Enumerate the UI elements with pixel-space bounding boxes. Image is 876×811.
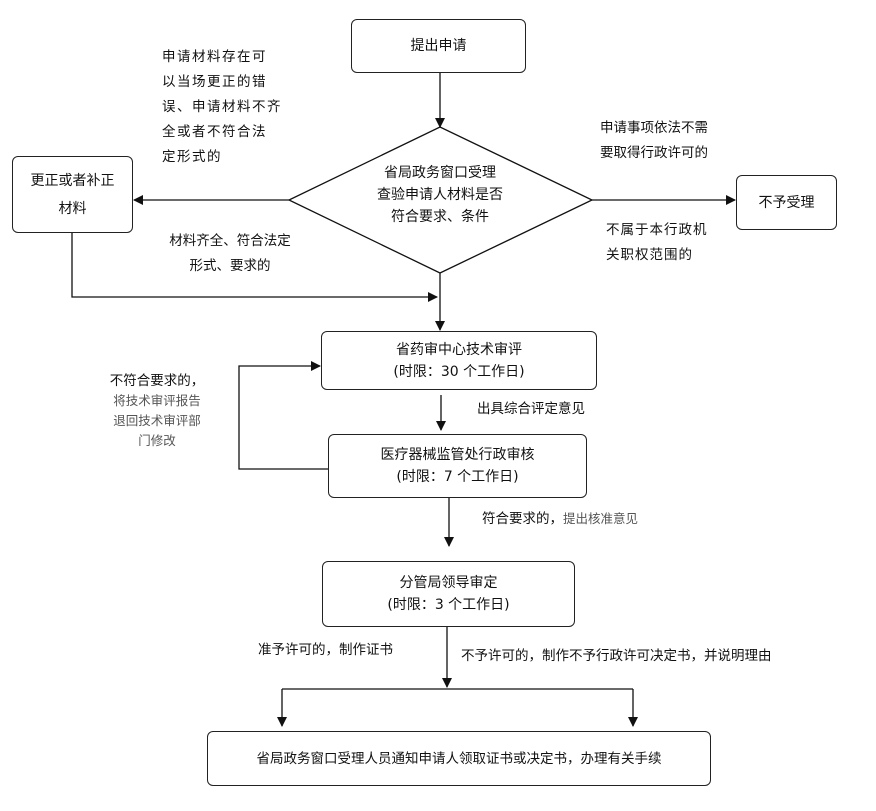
label-line: 不符合要求的， — [109, 373, 205, 389]
reject-node-text: 不予受理 — [758, 194, 815, 211]
submit-node-text: 提出申请 — [410, 38, 467, 54]
tech-review-node: 省药审中心技术审评 (时限：30 个工作日) — [321, 331, 597, 390]
label-return: 不符合要求的， 将技术审评报告 退回技术审评部 门修改 — [96, 371, 218, 451]
review-line: 查验申请人材料是否 — [377, 187, 503, 203]
label-line: 关职权范围的 — [606, 247, 693, 263]
submit-node: 提出申请 — [351, 19, 526, 73]
label-complete: 材料齐全、符合法定 形式、要求的 — [150, 229, 310, 279]
label-line: 误、申请材料不齐 — [162, 99, 282, 115]
label-permit: 准予许可的，制作证书 — [258, 638, 393, 663]
label-line: 出具综合评定意见 — [477, 401, 585, 417]
label-deny: 不予许可的，制作不予行政许可决定书，并说明理由 — [461, 644, 772, 669]
dept-review-node: 医疗器械监管处行政审核 (时限：7 个工作日) — [328, 434, 587, 498]
tech-review-line: 省药审中心技术审评 — [396, 341, 522, 358]
label-line: 要取得行政许可的 — [600, 145, 708, 161]
label-line: 准予许可的，制作证书 — [258, 642, 393, 658]
dept-review-line: (时限：7 个工作日) — [396, 469, 519, 485]
correct-line: 材料 — [58, 200, 87, 217]
label-line: 申请材料存在可 — [162, 49, 267, 65]
leader-review-line: 分管局领导审定 — [399, 575, 498, 591]
label-line: 形式、要求的 — [189, 258, 271, 274]
dept-review-line: 医疗器械监管处行政审核 — [380, 447, 535, 463]
review-line: 符合要求、条件 — [391, 209, 489, 225]
notify-node: 省局政务窗口受理人员通知申请人领取证书或决定书，办理有关手续 — [207, 731, 711, 786]
label-comprehensive: 出具综合评定意见 — [477, 397, 585, 422]
label-approve: 符合要求的，提出核准意见 — [482, 506, 638, 532]
leader-review-line: (时限：3 个工作日) — [387, 597, 510, 613]
label-correctable: 申请材料存在可 以当场更正的错 误、申请材料不齐 全或者不符合法 定形式的 — [162, 45, 282, 170]
label-line: 将技术审评报告 — [113, 393, 201, 408]
label-line: 门修改 — [138, 433, 176, 448]
notify-node-text: 省局政务窗口受理人员通知申请人领取证书或决定书，办理有关手续 — [256, 750, 662, 767]
leader-review-node: 分管局领导审定 (时限：3 个工作日) — [322, 561, 575, 627]
tech-review-line: (时限：30 个工作日) — [393, 363, 525, 380]
label-line: 不属于本行政机 — [606, 222, 708, 238]
label-line: 材料齐全、符合法定 — [169, 233, 291, 249]
label-line: 符合要求的， — [482, 511, 563, 527]
label-line: 以当场更正的错 — [162, 74, 267, 90]
reject-node: 不予受理 — [736, 175, 837, 230]
correct-line: 更正或者补正 — [30, 172, 115, 189]
label-line: 全或者不符合法 — [162, 124, 267, 140]
review-node-text: 省局政务窗口受理 查验申请人材料是否 符合要求、条件 — [330, 162, 550, 228]
label-not-in-scope: 不属于本行政机 关职权范围的 — [606, 218, 708, 268]
review-line: 省局政务窗口受理 — [384, 165, 496, 181]
arrow-correct-return — [71, 233, 438, 302]
label-line: 申请事项依法不需 — [600, 120, 708, 136]
correct-node: 更正或者补正 材料 — [12, 156, 133, 233]
label-line: 提出核准意见 — [563, 511, 639, 526]
label-line: 不予许可的，制作不予行政许可决定书，并说明理由 — [461, 648, 772, 664]
label-line: 定形式的 — [162, 149, 222, 165]
label-line: 退回技术审评部 — [113, 413, 201, 428]
arrow-return-loop — [238, 361, 328, 470]
label-no-permit-needed: 申请事项依法不需 要取得行政许可的 — [600, 116, 708, 166]
